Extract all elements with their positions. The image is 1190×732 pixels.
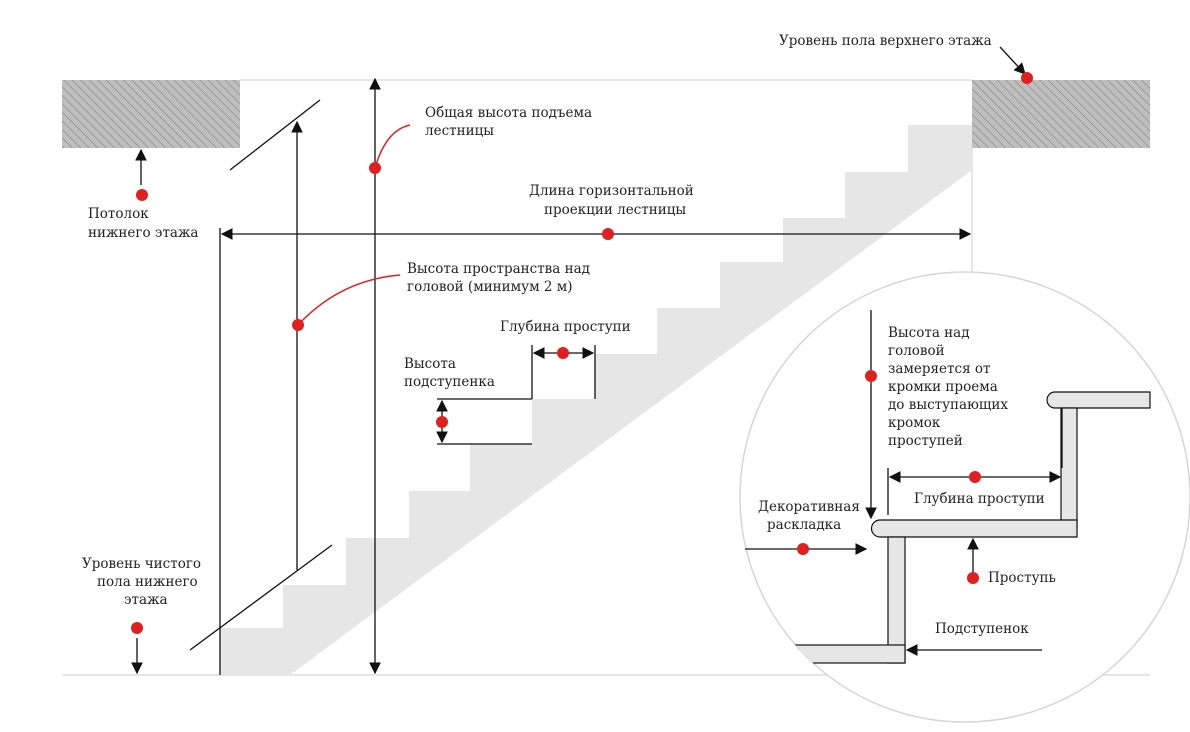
dot-marker-icon [557,347,569,359]
headroom-label-line2: головой (минимум 2 м) [407,279,573,295]
detail-headroom-label-line6: кромок [888,415,941,431]
finished-floor-label-line1: Уровень чистого [82,556,201,572]
staircase-shape [220,125,972,675]
tread-depth-label: Глубина проступи [500,319,631,335]
upper-riser-shape [1060,407,1078,529]
upper-tread-shape [1046,391,1151,409]
dot-marker-icon [369,162,381,174]
markers [131,72,1033,634]
dot-marker-icon [131,622,143,634]
detail-headroom-label-line4: кромки проема [888,379,998,395]
detail-headroom-label-line3: замеряется от [888,361,990,377]
lower-ceiling-label-line1: Потолок [88,206,149,222]
dot-marker-icon [797,543,809,555]
lower-tread-shape [870,519,1078,538]
detail-tread-depth-label: Глубина проступи [914,491,1045,507]
upper-floor-level-label: Уровень пола верхнего этажа [779,33,992,49]
stair-cut-line-top [229,99,321,171]
total-rise-label-line2: лестницы [425,123,494,139]
detail-headroom-label-line2: головой [888,343,945,359]
dot-marker-icon [967,572,979,584]
lower-riser-shape [887,536,906,664]
headroom-label-line1: Высота пространства над [407,261,590,277]
decorative-trim-label-line2: раскладка [767,517,841,533]
dot-marker-icon [436,416,448,428]
finished-floor-label-line3: этажа [124,592,168,608]
lower-ceiling-slab [62,80,240,148]
dot-marker-icon [292,319,304,331]
lower-ceiling-label-line2: нижнего этажа [88,225,198,241]
decorative-trim-label-line1: Декоративная [758,499,860,515]
dot-marker-icon [865,370,877,382]
riser-height-label-line2: подступенка [404,374,495,390]
detail-headroom-label-line5: до выступающих [888,397,1008,413]
horizontal-length-label-line2: проекции лестницы [544,202,686,218]
detail-circle [739,271,1190,723]
detail-headroom-label-line7: проступей [888,433,963,449]
dot-marker-icon [1021,72,1033,84]
dot-marker-icon [136,189,148,201]
upper-floor-arrow [999,46,1026,75]
dot-marker-icon [969,471,981,483]
dot-marker-icon [602,228,614,240]
upper-floor-slab [972,80,1150,148]
bottom-tread-shape [759,644,906,664]
riser-label: Подступенок [935,621,1029,637]
tread-label: Проступь [988,570,1056,586]
riser-height-label-line1: Высота [404,356,456,372]
detail-headroom-label-line1: Высота над [888,325,970,341]
total-rise-leader [374,124,411,169]
total-rise-label-line1: Общая высота подъема [425,105,592,121]
headroom-leader [297,274,401,326]
horizontal-length-label-line1: Длина горизонтальной [529,183,694,199]
stair-cut-line-bottom [189,544,333,651]
finished-floor-label-line2: пола нижнего [97,574,198,590]
